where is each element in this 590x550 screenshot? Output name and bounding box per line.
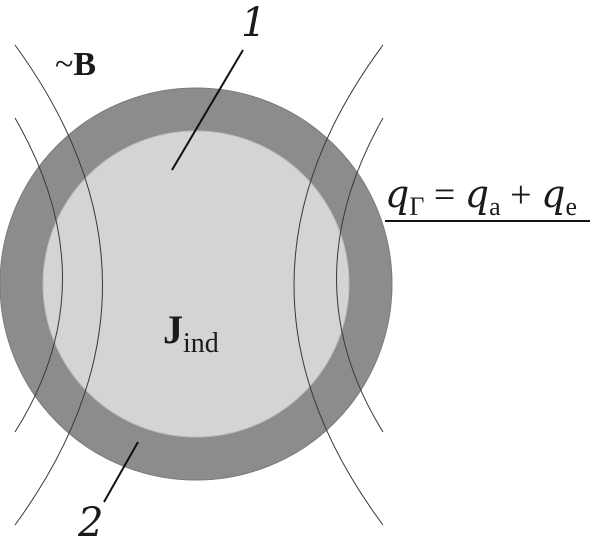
current-subscript: ind	[183, 328, 219, 359]
label-alternating-field: ~B	[55, 46, 96, 83]
eq-q-total-sub: Γ	[409, 192, 424, 221]
field-tilde: ~	[55, 46, 73, 83]
eq-q-a-sub: a	[489, 192, 501, 221]
label-region-2: 2	[77, 500, 103, 546]
field-line-left-inner	[14, 117, 63, 433]
eq-q-total: q	[385, 172, 409, 216]
leader-line-region-2	[103, 441, 139, 503]
eq-q-e: q	[541, 172, 565, 216]
label-region-1: 1	[241, 0, 266, 46]
eq-q-a: q	[465, 172, 489, 216]
field-line-right-inner	[336, 117, 384, 433]
eq-q-e-sub: e	[565, 192, 577, 221]
inner-core-region	[42, 130, 350, 438]
eq-plus: +	[501, 174, 541, 216]
field-line-left-outer	[14, 44, 103, 526]
heat-flux-equation: qΓ = qa + qe	[385, 172, 577, 221]
current-symbol: J	[163, 307, 183, 352]
field-line-right-outer	[293, 44, 384, 526]
label-induced-current: Jind	[163, 307, 219, 359]
field-symbol: B	[73, 46, 96, 83]
leader-line-region-1	[171, 49, 244, 171]
eq-equals: =	[424, 174, 464, 216]
